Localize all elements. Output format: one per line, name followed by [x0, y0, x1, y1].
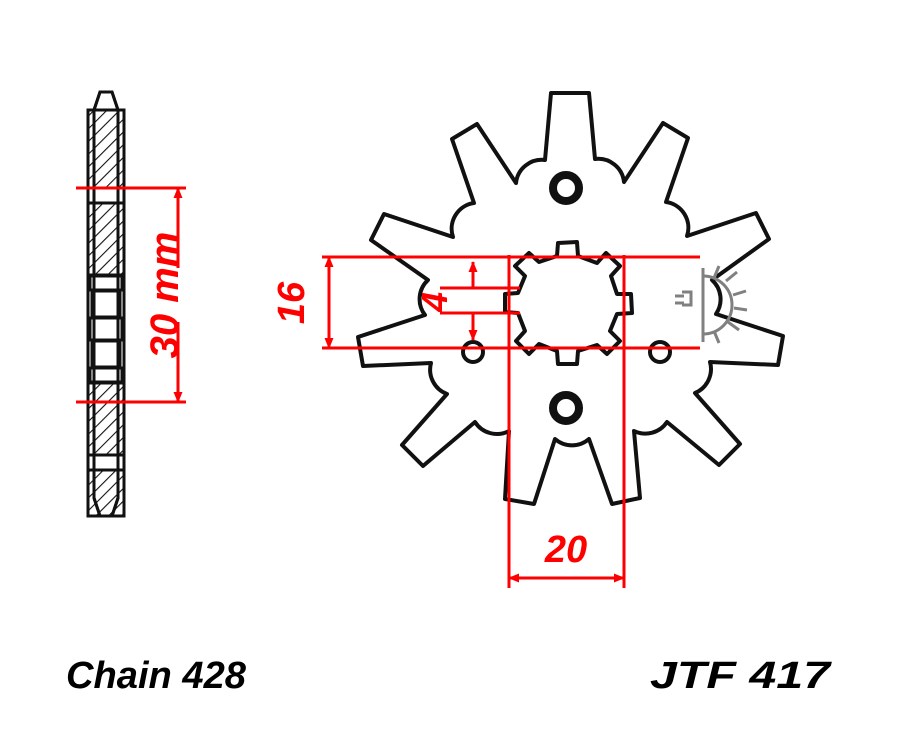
dimension-20: 20 [507, 255, 626, 588]
mounting-hole-large-bottom [549, 391, 583, 425]
dimension-thickness-label: 30 mm [143, 232, 187, 359]
mounting-hole-large-top [549, 171, 583, 205]
sprocket-splined-hub [503, 240, 634, 366]
spline-detail-icon [675, 265, 748, 344]
dimension-thickness-30mm: 30 mm [76, 186, 187, 404]
dimension-4-label: 4 [414, 292, 455, 313]
dimension-20-label: 20 [544, 529, 587, 571]
dimension-4: 4 [414, 261, 520, 341]
side-section-view [86, 90, 126, 518]
side-view-outline-overlay [92, 90, 120, 518]
front-view-sprocket [356, 91, 785, 506]
chain-label: Chain 428 [66, 655, 247, 697]
mounting-hole-small-right [648, 340, 672, 364]
dimension-16-label: 16 [271, 281, 313, 324]
dimension-16: 16 [271, 255, 700, 350]
mounting-hole-small-left [461, 340, 485, 364]
part-number-label: JTF 417 [650, 655, 832, 697]
